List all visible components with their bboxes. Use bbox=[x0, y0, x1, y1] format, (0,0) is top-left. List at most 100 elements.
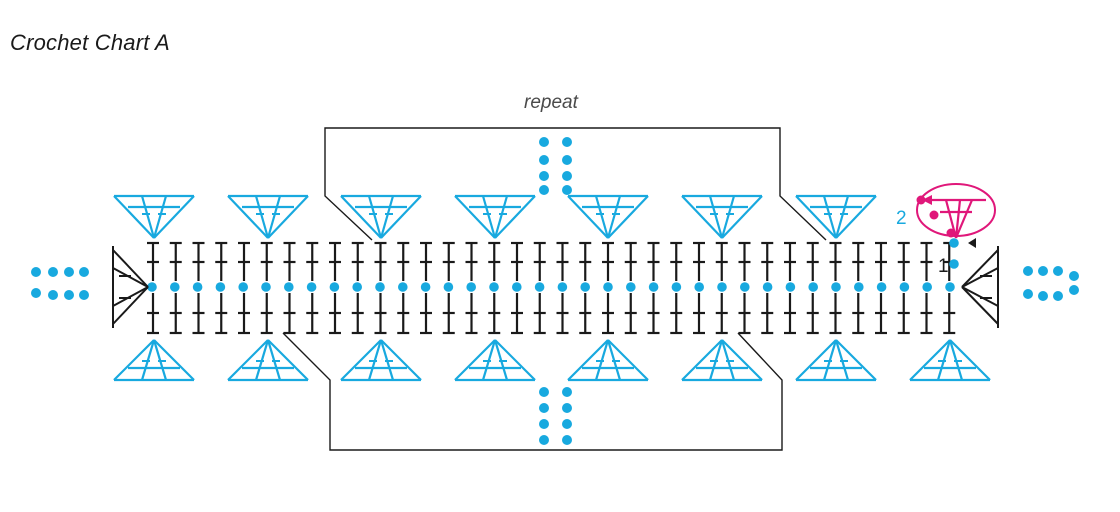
single-crochet-icon bbox=[761, 293, 774, 335]
chain-stitch-icon bbox=[534, 282, 545, 292]
single-crochet-icon bbox=[192, 241, 205, 281]
chain-stitch-group-icon bbox=[539, 137, 572, 195]
single-crochet-icon bbox=[875, 241, 887, 281]
single-crochet-icon bbox=[442, 293, 455, 335]
end-turn-fan-icon bbox=[961, 246, 999, 328]
single-crochet-icon bbox=[351, 241, 364, 281]
chain-stitch-icon bbox=[306, 282, 317, 292]
single-crochet-icon bbox=[784, 241, 796, 281]
chain-stitch-group-icon bbox=[539, 387, 572, 445]
chain-stitch-icon bbox=[922, 282, 932, 292]
single-crochet-icon bbox=[602, 241, 614, 281]
chain-stitch-icon bbox=[329, 282, 340, 292]
single-crochet-icon bbox=[442, 241, 455, 281]
chart-title: Crochet Chart A bbox=[10, 30, 170, 55]
chain-stitch-icon bbox=[170, 282, 180, 292]
single-crochet-top-row bbox=[147, 241, 956, 281]
single-crochet-icon bbox=[920, 293, 933, 335]
chain-stitch-icon bbox=[284, 282, 294, 292]
double-crochet-cluster-icon bbox=[227, 194, 309, 239]
single-crochet-icon bbox=[215, 241, 228, 281]
chain-stitch-icon bbox=[375, 282, 385, 292]
double-crochet-cluster-icon bbox=[340, 339, 422, 382]
chain-stitch-icon bbox=[420, 282, 431, 292]
repeat-bracket bbox=[282, 127, 827, 451]
chain-stitch-icon bbox=[854, 282, 864, 292]
double-crochet-cluster-icon bbox=[227, 339, 309, 382]
single-crochet-icon bbox=[533, 241, 546, 281]
chain-stitch-icon bbox=[261, 282, 271, 292]
single-crochet-icon bbox=[761, 241, 774, 281]
single-crochet-icon bbox=[829, 293, 842, 335]
chain-stitch-icon bbox=[147, 282, 157, 292]
single-crochet-icon bbox=[283, 293, 296, 335]
single-crochet-bottom-row bbox=[147, 293, 956, 335]
single-crochet-icon bbox=[784, 293, 796, 335]
double-crochet-cluster-icon bbox=[681, 194, 763, 239]
single-crochet-icon bbox=[215, 293, 228, 335]
chain-stitch-icon bbox=[949, 259, 959, 269]
single-crochet-icon bbox=[465, 293, 478, 335]
chain-stitch-icon bbox=[238, 282, 248, 292]
chain-stitch-icon bbox=[626, 282, 636, 292]
single-crochet-icon bbox=[829, 241, 842, 281]
single-crochet-icon bbox=[738, 241, 751, 281]
chain-stitch-icon bbox=[466, 282, 477, 292]
double-crochet-cluster-icon bbox=[795, 194, 877, 239]
chain-stitch-icon bbox=[694, 282, 704, 292]
single-crochet-icon bbox=[670, 241, 683, 281]
single-crochet-icon bbox=[260, 293, 273, 335]
single-crochet-icon bbox=[943, 293, 956, 335]
single-crochet-icon bbox=[397, 293, 410, 335]
chain-stitch-icon bbox=[949, 238, 959, 248]
double-crochet-cluster-icon bbox=[909, 339, 991, 382]
single-crochet-icon bbox=[192, 293, 205, 335]
single-crochet-icon bbox=[533, 293, 546, 335]
single-crochet-icon bbox=[738, 293, 751, 335]
single-crochet-icon bbox=[147, 293, 159, 335]
chain-stitch-group-icon bbox=[1023, 266, 1079, 301]
single-crochet-icon bbox=[420, 293, 432, 335]
chain-stitch-icon bbox=[557, 282, 568, 292]
chain-stitch-icon bbox=[762, 282, 773, 292]
single-crochet-icon bbox=[579, 293, 592, 335]
chain-stitch-icon bbox=[603, 282, 613, 292]
single-crochet-icon bbox=[397, 241, 410, 281]
single-crochet-icon bbox=[169, 241, 182, 281]
chain-dot-groups bbox=[31, 137, 1079, 445]
single-crochet-icon bbox=[488, 241, 501, 281]
single-crochet-icon bbox=[329, 241, 341, 281]
single-crochet-icon bbox=[420, 241, 432, 281]
highlighted-cluster-icon bbox=[916, 183, 996, 239]
single-crochet-icon bbox=[238, 293, 250, 335]
row-number-1: 1 bbox=[938, 256, 949, 277]
single-crochet-icon bbox=[647, 241, 660, 281]
start-arrow-icon bbox=[968, 238, 976, 248]
chain-stitch-icon bbox=[831, 282, 841, 292]
single-crochet-icon bbox=[897, 241, 910, 281]
single-crochet-icon bbox=[511, 293, 523, 335]
single-crochet-icon bbox=[897, 293, 910, 335]
chain-stitch-icon bbox=[352, 282, 363, 292]
row-number-2: 2 bbox=[896, 208, 907, 229]
chain-stitch-icon bbox=[443, 282, 454, 292]
cluster-row-top bbox=[113, 194, 877, 239]
single-crochet-icon bbox=[260, 241, 273, 281]
chain-stitch-icon bbox=[740, 282, 750, 292]
double-crochet-cluster-icon bbox=[340, 194, 422, 239]
single-crochet-icon bbox=[624, 241, 637, 281]
single-crochet-icon bbox=[602, 293, 614, 335]
chain-stitch-icon bbox=[398, 282, 408, 292]
single-crochet-icon bbox=[715, 293, 728, 335]
double-crochet-cluster-icon bbox=[567, 194, 649, 239]
single-crochet-icon bbox=[806, 293, 819, 335]
single-crochet-icon bbox=[329, 293, 341, 335]
foundation-chain-row bbox=[147, 238, 959, 292]
end-turn-fan-icon bbox=[112, 246, 149, 328]
double-crochet-cluster-icon bbox=[567, 339, 649, 382]
chain-stitch-icon bbox=[215, 282, 226, 292]
double-crochet-cluster-icon bbox=[681, 339, 763, 382]
single-crochet-icon bbox=[511, 241, 523, 281]
chain-stitch-group-icon bbox=[31, 267, 89, 300]
